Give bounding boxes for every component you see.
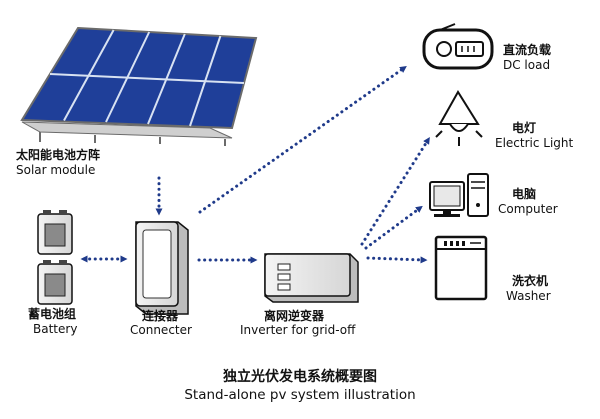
- inverter-label-cn: 离网逆变器: [264, 308, 325, 323]
- computer-label-en: Computer: [498, 202, 558, 216]
- solar-label-cn: 太阳能电池方阵: [16, 147, 100, 162]
- light-label-cn: 电灯: [512, 120, 536, 135]
- inverter-icon: [264, 253, 359, 303]
- inverter-to-washer-arrow: [366, 256, 428, 264]
- connecter-to-dc-load-arrow: [198, 65, 407, 214]
- battery-icon: [37, 210, 73, 305]
- battery-label-en: Battery: [33, 322, 77, 336]
- washer-icon: [434, 235, 488, 301]
- inverter-to-light-arrow: [360, 137, 430, 246]
- diagram-title-cn: 独立光伏发电系统概要图: [223, 368, 377, 385]
- inverter-to-computer-arrow: [364, 205, 423, 250]
- radio-icon: [422, 23, 494, 70]
- computer-icon: [429, 173, 489, 217]
- battery-label-cn: 蓄电池组: [28, 306, 76, 321]
- connecter-icon: [135, 221, 189, 315]
- diagram-title-en: Stand-alone pv system illustration: [184, 387, 415, 403]
- solar-label-en: Solar module: [16, 163, 95, 177]
- inverter-label-en: Inverter for grid-off: [240, 323, 356, 337]
- light-label-en: Electric Light: [495, 136, 574, 150]
- connecter-label-cn: 连接器: [142, 308, 179, 323]
- solar-array-icon: [20, 26, 258, 146]
- computer-label-cn: 电脑: [512, 186, 536, 201]
- washer-label-cn: 洗衣机: [512, 273, 548, 288]
- washer-label-en: Washer: [506, 289, 551, 303]
- dc-load-label-cn: 直流负载: [503, 42, 551, 57]
- dc-load-label-en: DC load: [503, 58, 550, 72]
- connecter-label-en: Connecter: [130, 323, 192, 337]
- lamp-icon: [435, 90, 483, 146]
